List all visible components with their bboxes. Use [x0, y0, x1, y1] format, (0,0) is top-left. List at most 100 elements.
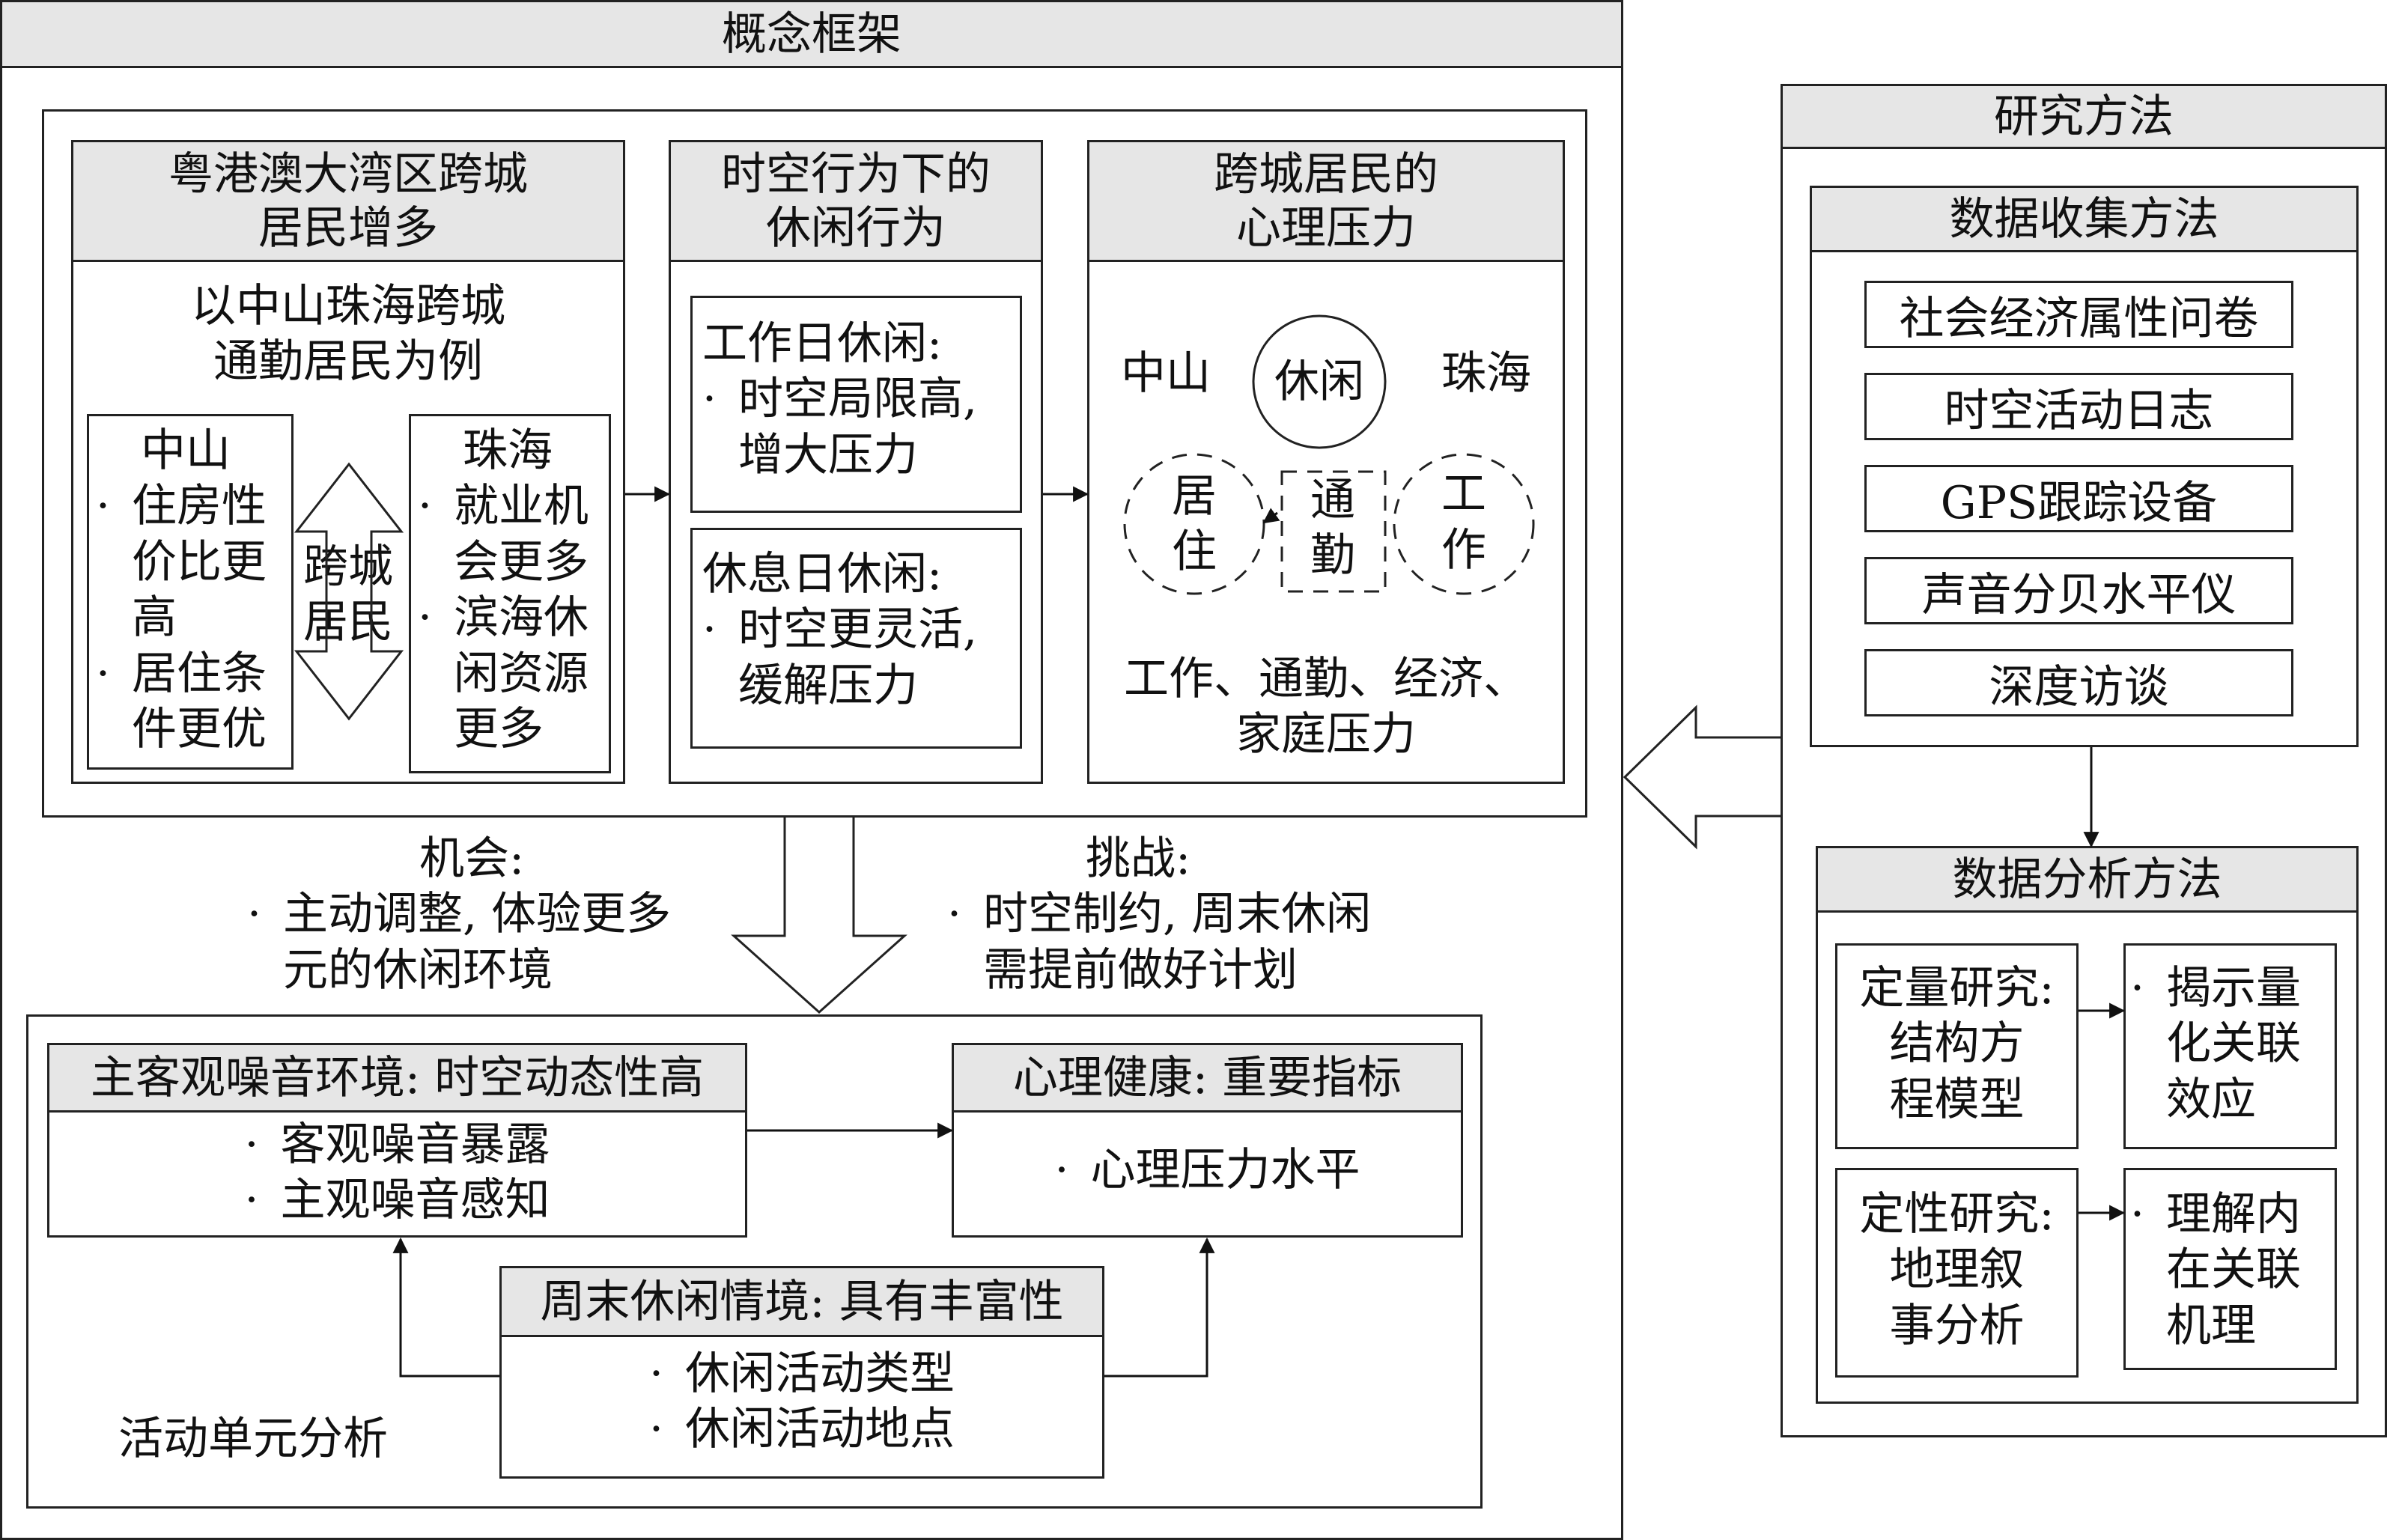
middle-line1: 跨城 — [303, 541, 393, 593]
zhuhai-title: 珠海 — [463, 424, 553, 477]
quant-line2: 结构方 — [1889, 1017, 2025, 1071]
challenge-title: 挑战: — [1086, 833, 1191, 885]
left-city-label: 中山 — [1121, 347, 1211, 400]
weekend-title: 周末休闲情境: 具有丰富性 — [502, 1268, 1102, 1337]
bullet: · — [247, 888, 262, 941]
cross-city-title-line2: 居民增多 — [258, 201, 438, 255]
zhuhai-text: 会更多 — [454, 535, 589, 588]
leisure-title-line2: 休闲行为 — [766, 201, 946, 255]
quant-box — [1835, 943, 2079, 1149]
leisure-title-line1: 时空行为下的 — [721, 147, 991, 201]
qual-line2: 地理叙 — [1889, 1244, 2025, 1297]
live-circle — [1123, 453, 1265, 595]
workday-content: 工作日休闲: ·时空局限高, 增大压力 — [702, 316, 977, 483]
stress-title-line1: 跨城居民的 — [1214, 147, 1438, 201]
zhongshan-text: 居住条 — [132, 647, 267, 700]
qual-line1: 定性研究: — [1859, 1188, 2055, 1241]
noise-item-1: 客观噪音暴露 — [280, 1119, 550, 1171]
noise-title: 主客观噪音环境: 时空动态性高 — [49, 1045, 745, 1113]
zhongshan-item-1: ·住房性 — [96, 478, 291, 534]
cross-city-residents-label: 跨城 居民 — [294, 539, 403, 651]
quant-text: 定量研究: 结构方 程模型 — [1837, 961, 2076, 1127]
opportunity-title: 机会: — [419, 833, 525, 885]
noise-items: ·客观噪音暴露 ·主观噪音感知 — [49, 1117, 745, 1229]
collection-item-questionnaire: 社会经济属性问卷 — [1864, 281, 2293, 348]
work-label: 工 作 — [1400, 453, 1527, 591]
bullet: · — [702, 603, 717, 657]
cross-city-title-line1: 粤港澳大湾区跨城 — [168, 147, 528, 201]
restday-content: 休息日休闲: ·时空更灵活, 缓解压力 — [702, 547, 977, 713]
noise-item-2: 主观噪音感知 — [280, 1174, 550, 1227]
collection-item-activity-diary: 时空活动日志 — [1864, 373, 2293, 440]
framework-title: 概念框架 — [2, 2, 1621, 68]
stress-list: 工作、通勤、经济、 家庭压力 — [1089, 651, 1563, 763]
zhongshan-content: 中山 ·住房性 价比更 高 ·居住条 件更优 — [96, 423, 291, 757]
zhongshan-text: 件更优 — [132, 702, 267, 755]
live-line1: 居 — [1172, 469, 1217, 523]
opportunity-line2: 元的休闲环境 — [283, 943, 553, 996]
cross-city-title: 粤港澳大湾区跨城 居民增多 — [73, 142, 623, 262]
qual-result-text: ·理解内 在关联 机理 — [2130, 1187, 2301, 1354]
opportunity-line1: 主动调整, 体验更多 — [283, 888, 672, 941]
analysis-title: 数据分析方法 — [1818, 848, 2356, 913]
challenge-line1: 时空制约, 周末休闲 — [983, 888, 1372, 941]
qual-line3: 事分析 — [1889, 1299, 2025, 1352]
bullet: · — [96, 480, 111, 533]
bullet: · — [2130, 962, 2145, 1014]
zhuhai-content: 珠海 ·就业机 会更多 · 滨海休 闲资源 更多 — [418, 423, 609, 757]
restday-line1: 时空更灵活, — [738, 603, 978, 657]
health-title: 心理健康: 重要指标 — [954, 1045, 1461, 1113]
quant-result-text: ·揭示量 化关联 效应 — [2130, 961, 2301, 1127]
zhuhai-text: 更多 — [454, 702, 544, 755]
arrow-weekend-noise — [392, 1237, 499, 1378]
big-down-arrow — [731, 818, 907, 1014]
zhuhai-text: 闲资源 — [454, 647, 589, 700]
zhuhai-text: 就业机 — [454, 480, 589, 533]
quant-result-box — [2123, 943, 2337, 1149]
weekend-item-2: 休闲活动地点 — [685, 1403, 955, 1456]
work-line1: 工 — [1441, 468, 1486, 521]
subtitle-line2: 通勤居民为例 — [213, 335, 483, 389]
collection-item-interview: 深度访谈 — [1864, 649, 2293, 716]
workday-box — [690, 296, 1022, 513]
qual-result-line3: 机理 — [2166, 1299, 2256, 1352]
qual-text: 定性研究: 地理叙 事分析 — [1837, 1187, 2076, 1354]
quant-result-line2: 化关联 — [2166, 1017, 2301, 1071]
methods-title: 研究方法 — [1783, 86, 2385, 149]
commute-label: 通 勤 — [1280, 464, 1385, 591]
leisure-circle — [1252, 314, 1387, 449]
bullet: · — [1054, 1144, 1069, 1196]
health-items: ·心理压力水平 — [954, 1142, 1461, 1198]
quant-result-line3: 效应 — [2166, 1073, 2256, 1126]
stress-line1: 工作、通勤、经济、 — [1124, 653, 1528, 705]
big-left-arrow — [1623, 704, 1781, 850]
double-arrow-shape — [294, 462, 404, 721]
challenge-text: 挑战: ·时空制约, 周末休闲 需提前做好计划 — [947, 831, 1371, 998]
bullet: · — [418, 591, 433, 645]
restday-box — [690, 528, 1022, 749]
qual-box — [1835, 1168, 2079, 1378]
arrow-live-commute — [1262, 508, 1280, 524]
commute-line1: 通 — [1310, 473, 1355, 526]
live-label: 居 住 — [1127, 457, 1262, 591]
zhongshan-item-2: ·居住条 — [96, 646, 291, 701]
zhongshan-title: 中山 — [141, 424, 231, 477]
collection-item-sound-meter: 声音分贝水平仪 — [1864, 557, 2293, 624]
quant-line3: 程模型 — [1889, 1073, 2025, 1126]
zhuhai-text: 滨海休 — [454, 591, 589, 645]
zhongshan-text: 高 — [132, 591, 177, 645]
opportunity-text: 机会: · 主动调整, 体验更多 元的休闲环境 — [247, 831, 671, 998]
leisure-behavior-title: 时空行为下的 休闲行为 — [671, 142, 1041, 262]
work-line2: 作 — [1441, 523, 1486, 576]
bullet: · — [649, 1403, 664, 1456]
zhuhai-item-1: ·就业机 — [418, 478, 609, 534]
collection-item-gps: GPS跟踪设备 — [1864, 465, 2293, 532]
bullet: · — [649, 1348, 664, 1400]
weekend-items: ·休闲活动类型 ·休闲活动地点 — [502, 1346, 1102, 1458]
workday-title: 工作日休闲: — [702, 317, 943, 370]
psych-stress-title: 跨城居民的 心理压力 — [1089, 142, 1563, 262]
qual-result-line1: 理解内 — [2166, 1188, 2301, 1241]
quant-line1: 定量研究: — [1859, 962, 2055, 1014]
commute-square — [1280, 470, 1387, 593]
